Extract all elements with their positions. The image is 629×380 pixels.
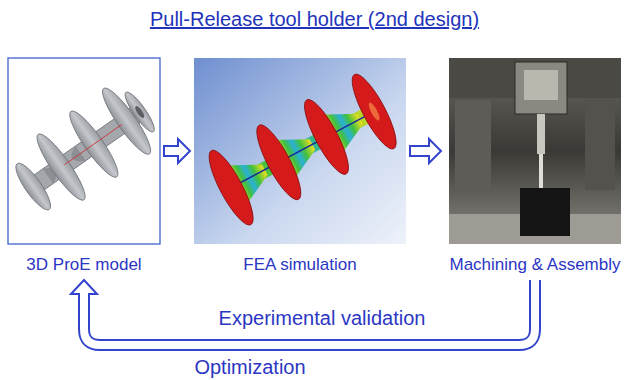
loop-label: Optimization: [191, 355, 308, 379]
machining-photo: [449, 58, 621, 244]
title-bar: Pull-Release tool holder (2nd design): [0, 8, 629, 31]
stage-caption: FEA simulation: [243, 254, 356, 276]
stage-box: FEA simulation: [194, 58, 406, 276]
cad-model-picture: [4, 58, 168, 244]
flow-arrow: [164, 139, 190, 163]
flow-arrow: [71, 280, 535, 345]
edge-label: Experimental validation: [216, 306, 429, 330]
stage-caption: 3D ProE model: [26, 254, 141, 276]
stage-box: Machining & Assembly: [445, 58, 625, 276]
fea-picture: [194, 58, 406, 244]
stage-box: 3D ProE model: [8, 58, 160, 276]
stage-caption: Machining & Assembly: [449, 254, 620, 276]
flow-arrow: [410, 139, 441, 163]
diagram-title: Pull-Release tool holder (2nd design): [150, 8, 479, 30]
